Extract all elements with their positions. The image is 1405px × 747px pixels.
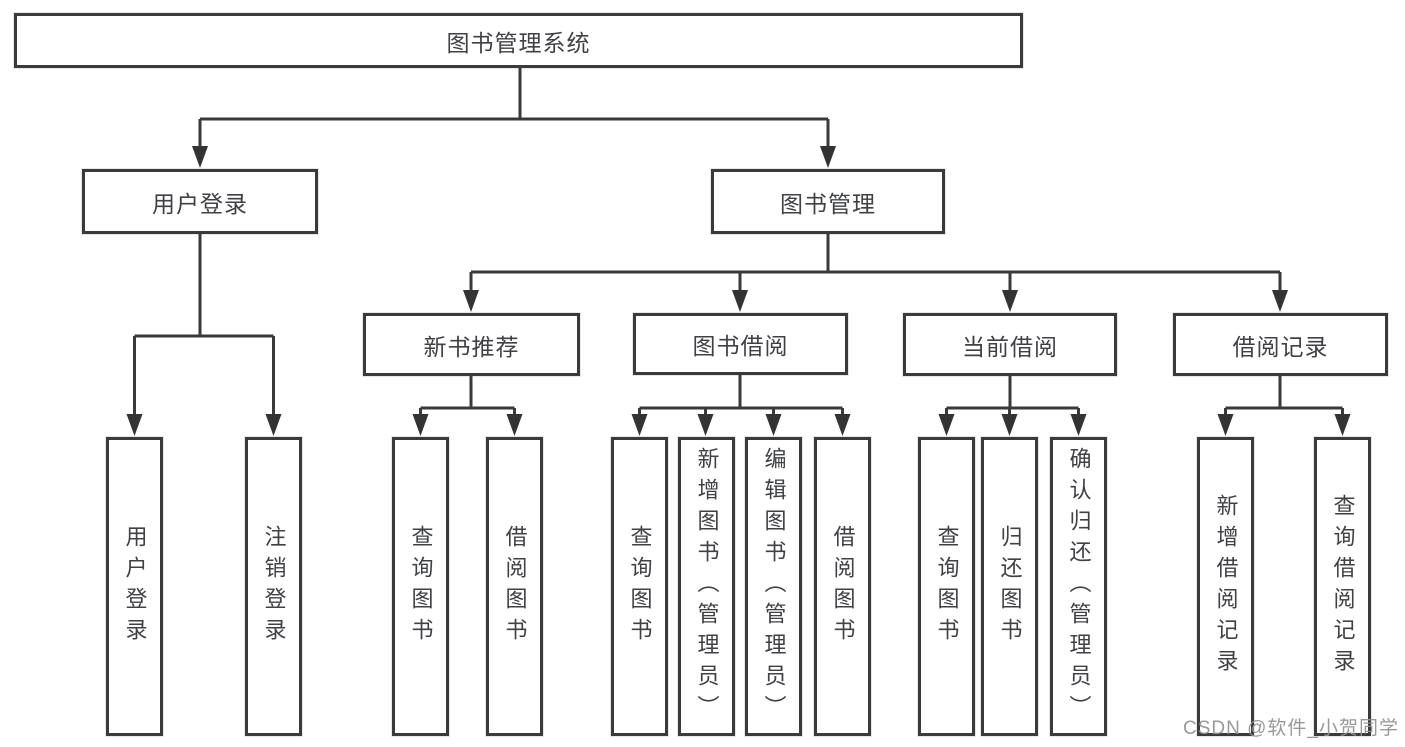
leaf-label: 确认归还（管理员） <box>1066 447 1092 726</box>
leaf-label: 注销登录 <box>261 524 287 649</box>
node-borrow-record: 借阅记录 <box>1173 313 1388 376</box>
arrow-down-icon <box>938 414 955 436</box>
node-book-management: 图书管理 <box>711 169 945 234</box>
arrow-down-icon <box>631 414 648 436</box>
arrow-down-icon <box>1002 290 1018 312</box>
arrow-down-icon <box>126 414 143 436</box>
arrow-down-icon <box>732 290 748 312</box>
leaf-user-login: 用户登录 <box>106 437 163 736</box>
leaf-return-book: 归还图书 <box>981 437 1038 736</box>
leaf-label: 编辑图书（管理员） <box>761 447 787 726</box>
node-current-borrow: 当前借阅 <box>903 313 1117 376</box>
arrow-down-icon <box>1070 414 1087 436</box>
arrow-down-icon <box>765 414 782 436</box>
leaf-query-book: 查询图书 <box>918 437 975 736</box>
leaf-borrow-book: 借阅图书 <box>814 437 871 736</box>
node-library-management-system: 图书管理系统 <box>14 13 1023 68</box>
leaf-label: 查询图书 <box>934 524 960 649</box>
arrow-down-icon <box>265 414 282 436</box>
arrow-down-icon <box>1272 290 1288 312</box>
leaf-logout: 注销登录 <box>245 437 302 736</box>
leaf-label: 查询图书 <box>627 524 653 649</box>
arrow-down-icon <box>1001 414 1018 436</box>
leaf-label: 新增借阅记录 <box>1213 493 1239 680</box>
leaf-label: 借阅图书 <box>502 524 528 649</box>
node-new-book-recommend: 新书推荐 <box>363 313 580 376</box>
leaf-borrow-book: 借阅图书 <box>486 437 543 736</box>
arrow-down-icon <box>506 414 523 436</box>
leaf-query-book: 查询图书 <box>392 437 449 736</box>
arrow-down-icon <box>192 146 208 168</box>
leaf-query-book: 查询图书 <box>611 437 668 736</box>
leaf-label: 归还图书 <box>997 524 1023 649</box>
leaf-label: 用户登录 <box>122 524 148 649</box>
leaf-label: 查询借阅记录 <box>1330 493 1356 680</box>
arrow-down-icon <box>1334 414 1351 436</box>
csdn-watermark: CSDN @软件_小贺同学 <box>1183 718 1399 739</box>
node-user-login: 用户登录 <box>82 169 318 234</box>
leaf-label: 借阅图书 <box>830 524 856 649</box>
arrow-down-icon <box>412 414 429 436</box>
arrow-down-icon <box>697 414 714 436</box>
leaf-add-book-admin: 新增图书（管理员） <box>678 437 735 736</box>
arrow-down-icon <box>820 146 836 168</box>
arrow-down-icon <box>463 290 479 312</box>
leaf-label: 查询图书 <box>408 524 434 649</box>
arrowhead-icons <box>126 146 1351 436</box>
arrow-down-icon <box>834 414 851 436</box>
leaf-label: 新增图书（管理员） <box>694 447 720 726</box>
arrow-down-icon <box>1217 414 1234 436</box>
leaf-confirm-return-admin: 确认归还（管理员） <box>1050 437 1107 736</box>
leaf-edit-book-admin: 编辑图书（管理员） <box>745 437 802 736</box>
node-book-borrow: 图书借阅 <box>633 313 848 375</box>
leaf-add-borrow-record: 新增借阅记录 <box>1197 437 1254 736</box>
tree-connectors <box>133 68 1344 420</box>
leaf-query-borrow-record: 查询借阅记录 <box>1314 437 1371 736</box>
